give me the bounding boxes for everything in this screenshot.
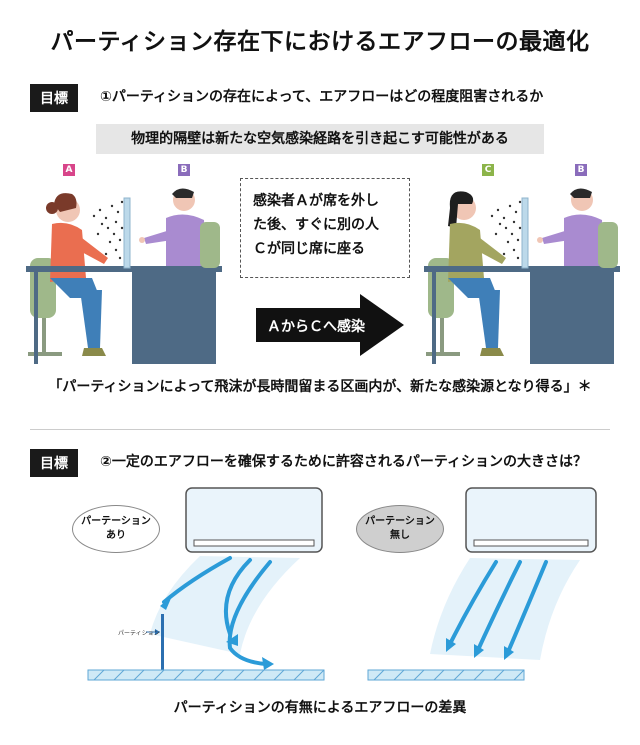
goal-1-subheading: 物理的隔壁は新たな空気感染経路を引き起こす可能性がある (96, 124, 544, 154)
infection-arrow-shape (256, 294, 404, 356)
bubble-with-partition: パーテーション あり (72, 505, 160, 553)
page-title: パーティション存在下におけるエアフローの最適化 (50, 29, 590, 55)
scenario-note-line-3: Ｃが同じ席に座る (253, 241, 365, 257)
section-divider (30, 429, 610, 430)
person-tag-b: B (178, 164, 190, 176)
bubble-with-line-2: あり (106, 530, 126, 541)
bubble-without-line-1: パーテーション (365, 516, 435, 527)
scenario-note-line-1: 感染者Ａが席を外し (253, 193, 379, 209)
partition-label: パーティション (118, 630, 160, 637)
airflow-caption: パーティションの有無によるエアフローの差異 (173, 700, 467, 716)
goal-2-badge: 目標 (30, 449, 78, 477)
goal-1-quote: 「パーティションによって飛沫が長時間留まる区画内が、新たな感染源となり得る」＊ (48, 379, 592, 395)
infection-arrow-label: ＡからＣへ感染 (267, 319, 365, 335)
goal-1-badge: 目標 (30, 84, 78, 112)
person-tag-a: A (63, 164, 75, 176)
scenario-note-box: 感染者Ａが席を外し た後、すぐに別の人 Ｃが同じ席に座る (240, 178, 410, 278)
bubble-with-line-1: パーテーション (81, 516, 151, 527)
person-tag-c: C (482, 164, 494, 176)
airflow-with-partition-diagram (87, 487, 325, 681)
person-tag-b-right: B (575, 164, 587, 176)
goal-1-text: ①パーティションの存在によって、エアフローはどの程度阻害されるか (100, 89, 544, 105)
office-scene-right-illustration (424, 188, 620, 364)
goal-2-text: ②一定のエアフローを確保するために許容されるパーティションの大きさは？ (100, 454, 588, 470)
airflow-without-partition-diagram (367, 487, 597, 681)
bubble-without-line-2: 無し (390, 530, 410, 541)
scenario-note-line-2: た後、すぐに別の人 (253, 217, 379, 233)
office-scene-left-illustration (26, 188, 222, 364)
bubble-without-partition: パーテーション 無し (356, 505, 444, 553)
